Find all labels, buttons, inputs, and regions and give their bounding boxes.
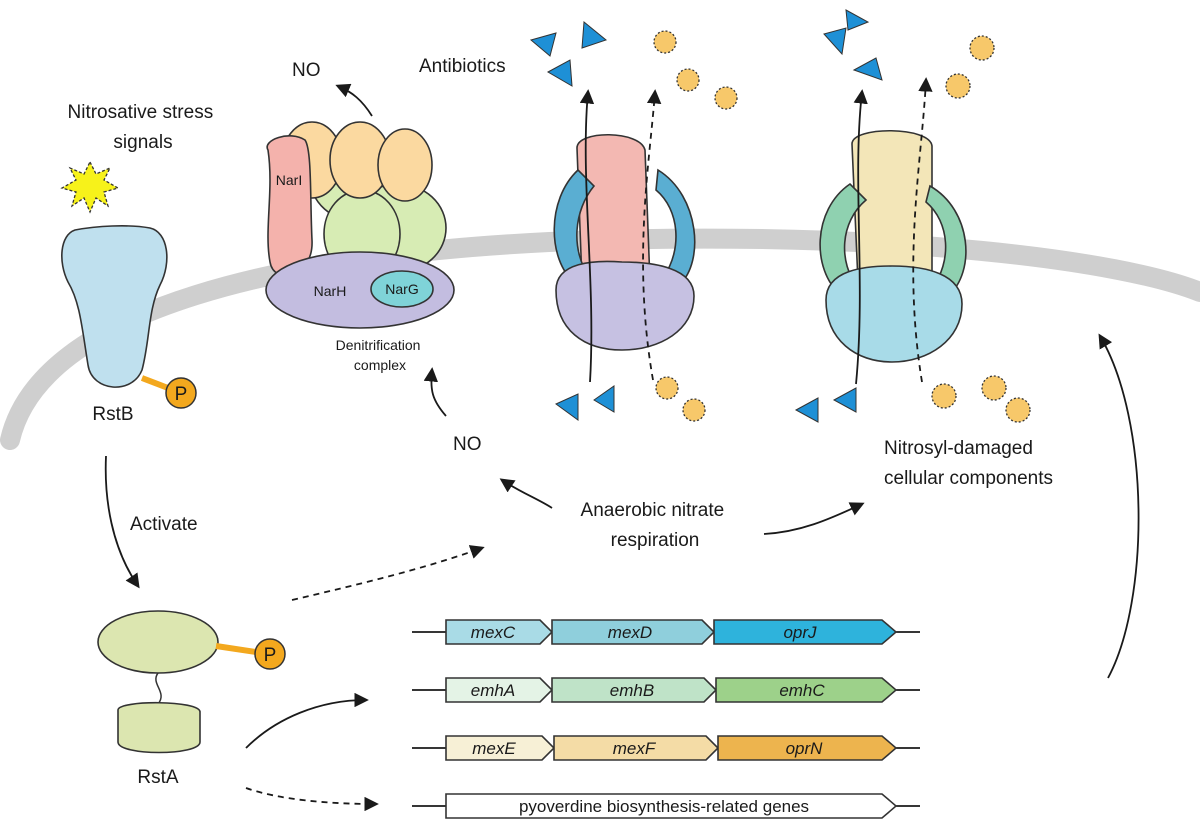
gene-arrow-mexD (551, 619, 716, 645)
denitrification-complex-label: Denitrification complex (336, 337, 425, 373)
gene-label-mexC: mexC (471, 623, 516, 642)
gene-arrow-emhA (445, 677, 554, 703)
pump1-outer-channel (576, 133, 651, 283)
pump2-inner-transporter (825, 265, 963, 363)
rstb-label: RstB (92, 404, 133, 425)
antibiotic-icon (593, 385, 615, 413)
gene-arrow-mexE (445, 735, 556, 761)
nitrosyl-damage-label: Nitrosyl-damaged cellular components (884, 438, 1053, 489)
gene-label-mexF: mexF (613, 739, 657, 758)
no-molecule-icon (655, 376, 679, 400)
antibiotic-icon (832, 387, 857, 413)
rstb-phosphate (165, 377, 197, 409)
rsta-linker (155, 672, 162, 705)
nitrosative-signals-label: Nitrosative stress signals (68, 102, 219, 153)
no-mid-label: NO (453, 434, 482, 455)
operon-mexCD-oprJ: mexC mexD oprJ (412, 619, 920, 645)
complex-orange-subunit-3 (377, 128, 433, 202)
rsta-to-respiration-arrow (291, 545, 485, 601)
gene-label-mexD: mexD (608, 623, 652, 642)
no-to-complex-arrow (423, 367, 447, 417)
rsta-to-pyoverdine-arrow (245, 787, 379, 812)
respiration-to-damage-arrow (763, 502, 865, 535)
no-molecule-icon (945, 73, 971, 99)
gene-label-mexE: mexE (472, 739, 516, 758)
no-molecule-icon (981, 375, 1007, 401)
no-molecules (653, 30, 1031, 423)
gene-label-emhA: emhA (471, 681, 515, 700)
antibiotic-icon (546, 59, 573, 87)
rsta-to-operons-arrow (245, 692, 369, 749)
gene-arrow-oprJ (713, 619, 898, 645)
narG-label: NarG (385, 281, 418, 297)
rsta-lower-domain (117, 701, 201, 754)
gene-arrow-emhB (551, 677, 718, 703)
antibiotic-icon (555, 393, 579, 421)
rsta-phospho-link (215, 643, 257, 655)
gene-arrow-emhC (715, 677, 898, 703)
damage-to-pump-arrow (1098, 333, 1140, 679)
narI-subunit (266, 135, 313, 277)
no-molecule-icon (653, 30, 677, 54)
antibiotics-label: Antibiotics (419, 56, 506, 77)
rsta-phosphate (254, 638, 286, 670)
no-molecule-icon (1005, 397, 1031, 423)
no-release-arrow (335, 83, 373, 117)
antibiotic-icon (852, 57, 883, 81)
gene-arrow-mexC (445, 619, 554, 645)
pump2-no-path (912, 77, 933, 383)
gene-label-pyoverdine: pyoverdine biosynthesis-related genes (519, 797, 809, 816)
no-molecule-icon (682, 398, 706, 422)
activate-arrow (104, 455, 140, 589)
stress-signal-burst-icon (60, 160, 120, 214)
pump1-antibiotic-path (579, 89, 595, 383)
rstb-phospho-link (140, 375, 170, 391)
pump2-antibiotic-path (853, 89, 868, 385)
gene-arrow-oprN (717, 735, 898, 761)
rsta-label: RstA (137, 767, 179, 788)
no-molecule-icon (676, 68, 700, 92)
pump1-no-path (642, 89, 662, 381)
narG-subunit (370, 270, 434, 308)
antibiotic-icon (794, 397, 819, 423)
rstb-phosphate-label: P (175, 384, 188, 405)
pump2-outer-channel (851, 129, 933, 283)
no-molecule-icon (931, 383, 957, 409)
gene-arrow-pyoverdine (445, 793, 898, 819)
respiration-to-no-arrow (499, 478, 553, 509)
gene-label-oprN: oprN (786, 739, 824, 758)
operon-emhABC: emhA emhB emhC (412, 677, 920, 703)
anaerobic-respiration-label: Anaerobic nitrate respiration (581, 500, 730, 551)
operon-pyoverdine: pyoverdine biosynthesis-related genes (412, 793, 920, 819)
rstb-protein (61, 225, 168, 388)
gene-label-emhB: emhB (610, 681, 654, 700)
antibiotic-icon (581, 21, 608, 49)
rsta-upper-domain (97, 610, 219, 674)
narH-label: NarH (314, 283, 347, 299)
activate-label: Activate (130, 514, 198, 535)
gene-label-oprJ: oprJ (783, 623, 817, 642)
antibiotic-icon (845, 9, 870, 31)
antibiotic-icon (823, 27, 847, 56)
gene-arrow-mexF (553, 735, 720, 761)
narI-label: NarI (276, 172, 302, 188)
operon-mexEF-oprN: mexE mexF oprN (412, 735, 920, 761)
antibiotic-molecules (529, 9, 883, 423)
pump1-inner-transporter (555, 260, 695, 351)
antibiotic-icon (529, 32, 557, 57)
gene-label-emhC: emhC (779, 681, 825, 700)
no-top-label: NO (292, 60, 321, 81)
no-molecule-icon (969, 35, 995, 61)
rsta-phosphate-label: P (264, 645, 277, 666)
no-molecule-icon (714, 86, 738, 110)
